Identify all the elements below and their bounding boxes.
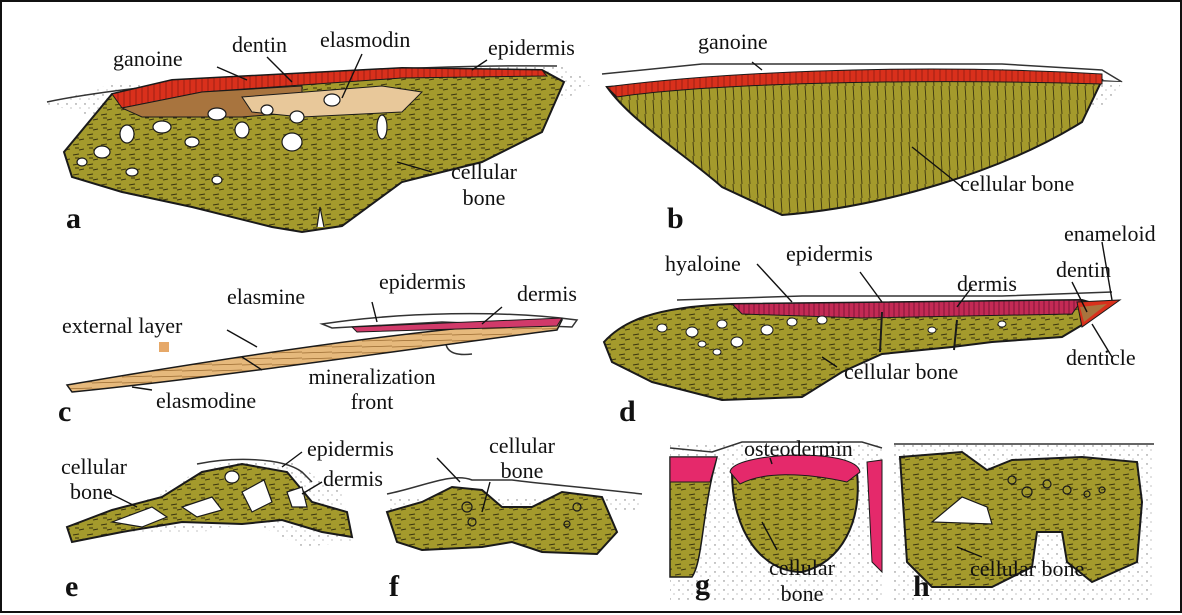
panel-letter-g: g xyxy=(695,568,710,602)
label-c-external-layer: external layer xyxy=(62,316,182,336)
panel-g-left-osteodermin xyxy=(670,457,717,482)
panel-f-cellular-bone xyxy=(387,487,617,554)
panel-letter-f: f xyxy=(389,570,399,604)
label-a-elasmodin: elasmodin xyxy=(320,30,410,50)
label-d-denticle: denticle xyxy=(1066,348,1136,368)
label-h-cellular-bone: cellular bone xyxy=(970,559,1084,579)
label-c-dermis: dermis xyxy=(517,284,577,304)
label-d-hyaloine: hyaloine xyxy=(665,254,741,274)
label-a-dentin: dentin xyxy=(232,35,287,55)
label-a-epidermis: epidermis xyxy=(488,38,575,58)
label-c-elasmine: elasmine xyxy=(227,287,305,307)
panel-letter-d: d xyxy=(619,395,636,429)
label-c-elasmodine: elasmodine xyxy=(156,391,256,411)
panel-d-epidermis-line xyxy=(677,292,1112,300)
label-c-epidermis: epidermis xyxy=(379,272,466,292)
label-b-cellular-bone: cellular bone xyxy=(960,174,1074,194)
label-f-bone: bone xyxy=(472,461,572,481)
panel-letter-c: c xyxy=(58,395,71,429)
label-g-bone: bone xyxy=(752,584,852,604)
label-d-enameloid: enameloid xyxy=(1064,224,1156,244)
panel-letter-e: e xyxy=(65,570,78,604)
label-c-mineralization: mineralization xyxy=(292,367,452,387)
label-c-front: front xyxy=(292,392,452,412)
panel-c-marker xyxy=(159,342,169,352)
label-a-cellular: cellular xyxy=(434,162,534,182)
label-a-bone: bone xyxy=(434,188,534,208)
label-e-bone: bone xyxy=(70,482,113,502)
label-a-ganoine: ganoine xyxy=(113,49,183,69)
panel-letter-h: h xyxy=(913,570,930,604)
label-d-cellular-bone: cellular bone xyxy=(844,362,958,382)
label-g-osteodermin: osteodermin xyxy=(744,439,853,459)
label-b-ganoine: ganoine xyxy=(698,32,768,52)
label-d-dermis: dermis xyxy=(957,274,1017,294)
panel-letter-a: a xyxy=(66,202,81,236)
label-g-cellular: cellular xyxy=(752,558,852,578)
label-d-dentin: dentin xyxy=(1056,260,1111,280)
label-e-cellular: cellular xyxy=(61,457,127,477)
label-f-cellular: cellular xyxy=(472,436,572,456)
panel-f-drawing xyxy=(387,478,642,554)
label-e-epidermis: epidermis xyxy=(307,439,394,459)
label-e-dermis: dermis xyxy=(323,469,383,489)
panel-letter-b: b xyxy=(667,202,684,236)
label-d-epidermis: epidermis xyxy=(786,244,873,264)
